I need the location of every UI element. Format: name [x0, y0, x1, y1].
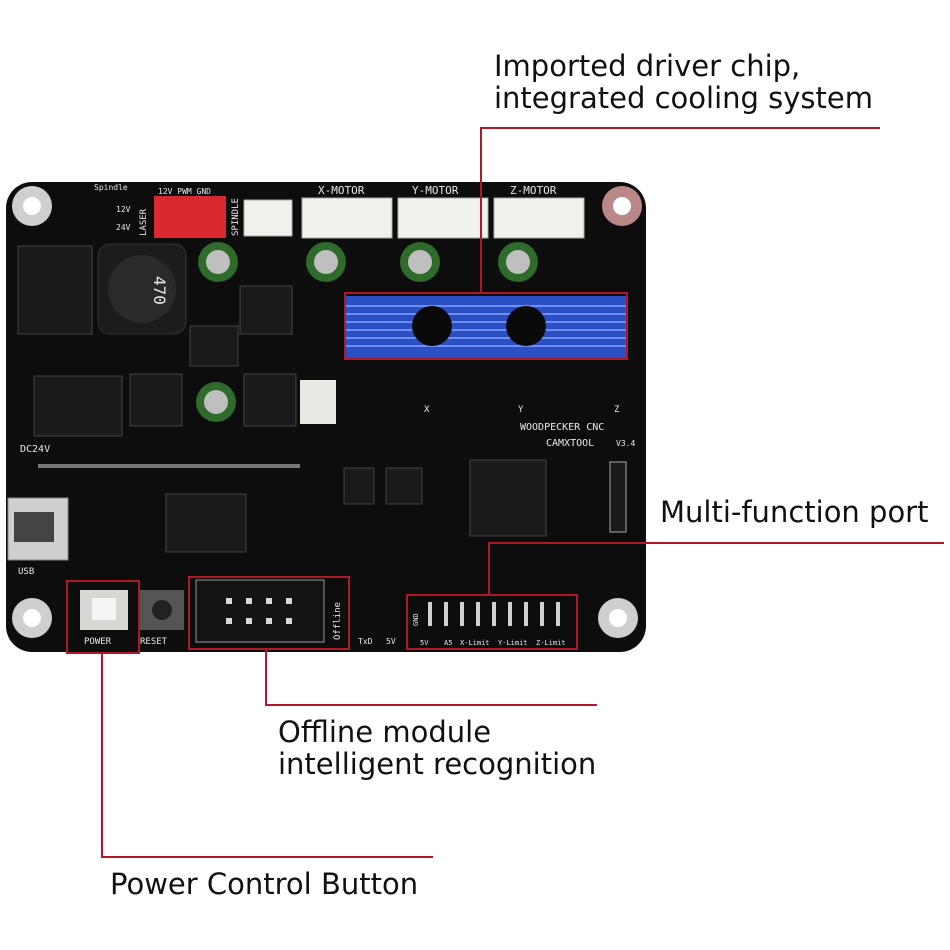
- brand-line1: WOODPECKER CNC: [520, 422, 604, 433]
- 12v-label: 12V: [116, 205, 131, 214]
- multi-function-port-highlight: [406, 594, 578, 650]
- axis-x-label: X: [424, 405, 430, 415]
- txd-label: TxD: [358, 637, 373, 646]
- z-motor-label: Z-MOTOR: [510, 184, 557, 197]
- offline-callout-line-h: [265, 704, 597, 706]
- power-callout-line-h: [101, 856, 433, 858]
- port-zlimit-label: Z-Limit: [536, 639, 566, 647]
- ic-chips: [17, 245, 547, 553]
- port-5v-label: 5V: [420, 639, 429, 647]
- mounting-holes: [12, 186, 642, 638]
- laser-label: LASER: [139, 208, 149, 236]
- port-callout-line-v: [488, 542, 490, 596]
- offline-header: [195, 579, 325, 643]
- side-header: [609, 461, 627, 533]
- offline-module-highlight: [188, 576, 350, 650]
- inductor-label: 470: [150, 276, 169, 305]
- dc24v-label: DC24V: [20, 444, 50, 455]
- pin-header: [428, 602, 560, 626]
- brand-line2: CAMXTOOL: [546, 438, 594, 449]
- driver-chip-highlight: [344, 292, 628, 360]
- motor-connectors: [154, 196, 585, 424]
- power-button-highlight: [66, 580, 140, 654]
- capacitors: [196, 242, 538, 422]
- driver-chip-title: Imported driver chip,: [494, 49, 801, 83]
- axis-y-label: Y: [518, 405, 524, 415]
- laser-pins-label: 12V PWM GND: [158, 187, 211, 196]
- port-a5-label: A5: [444, 639, 452, 647]
- port-xlimit-label: X-Limit: [460, 639, 490, 647]
- spindle-top-label: Spindle: [94, 183, 128, 192]
- axis-z-label: Z: [614, 405, 620, 415]
- multi-function-port-label: Multi-function port: [660, 495, 929, 529]
- version-label: V3.4: [616, 439, 635, 448]
- x-motor-label: X-MOTOR: [318, 184, 365, 197]
- usb-label: USB: [18, 567, 34, 577]
- y-motor-label: Y-MOTOR: [412, 184, 459, 197]
- reset-label: RESET: [140, 637, 168, 647]
- 5v-label: 5V: [386, 637, 396, 646]
- driver-chip-subtitle: integrated cooling system: [494, 81, 873, 115]
- 24v-label: 24V: [116, 223, 131, 232]
- power-label: POWER: [84, 637, 112, 647]
- power-callout-line-v: [101, 654, 103, 858]
- power-control-label: Power Control Button: [110, 867, 419, 901]
- offline-callout-line-v: [265, 650, 267, 706]
- driver-callout-line-v: [480, 127, 482, 293]
- gnd-label: GND: [412, 613, 420, 626]
- spindle-label: SPINDLE: [231, 198, 241, 236]
- heatsink: [346, 296, 626, 358]
- port-ylimit-label: Y-Limit: [498, 639, 528, 647]
- port-callout-line-h: [488, 542, 944, 544]
- offline-module-title: Offline module: [278, 715, 492, 749]
- driver-callout-line-h: [480, 127, 880, 129]
- offline-label: Offline: [333, 602, 343, 640]
- offline-module-subtitle: intelligent recognition: [278, 747, 597, 781]
